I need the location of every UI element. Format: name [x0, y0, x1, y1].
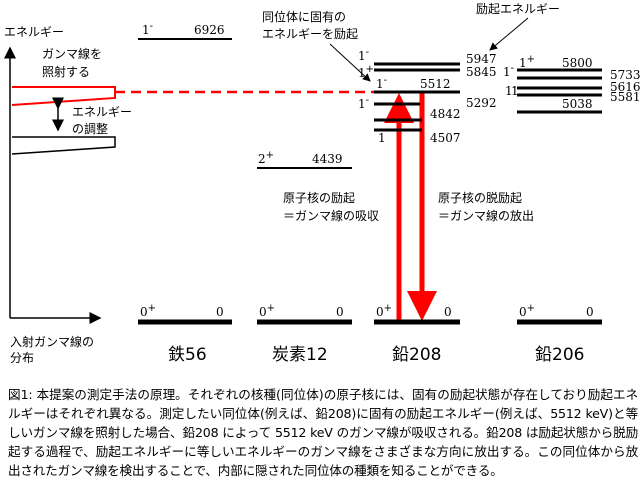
gamma-peak-black	[11, 136, 116, 155]
level-spin-label: 1-	[358, 47, 369, 63]
level-energy-label: 4507	[430, 131, 461, 145]
level-spin-label: 1-	[511, 82, 522, 98]
level-energy-label: 5512	[420, 77, 451, 91]
level-spin-label: 1-	[505, 82, 516, 98]
level-energy-label: 6926	[194, 23, 225, 37]
ground-spin-label: 0+	[376, 303, 392, 319]
irradiate-label-line2: 照射する	[42, 64, 90, 79]
level-spin-label: 1+	[358, 64, 374, 80]
ground-spin-label: 0+	[259, 303, 275, 319]
level-energy-label: 5733	[610, 68, 641, 82]
level-energy-label: 5038	[562, 97, 593, 111]
isotope-callout-arrow	[329, 43, 371, 82]
nucleus-name: 炭素12	[272, 345, 328, 365]
y-axis-label: エネルギー	[4, 25, 64, 39]
ground-energy-label: 0	[444, 305, 452, 319]
excited-energy-arrow	[489, 17, 529, 51]
x-axis-label-line1: 入射ガンマ線の	[10, 334, 94, 349]
level-spin-label: 1-	[358, 95, 369, 111]
level-spin-label: 1-	[142, 21, 153, 37]
ground-energy-label: 0	[216, 305, 224, 319]
irradiate-label-line1: ガンマ線を	[42, 46, 102, 61]
level-spin-label: 1	[378, 131, 386, 145]
level-spin-label: 1-	[376, 75, 387, 91]
ground-energy-label: 0	[586, 305, 594, 319]
adjust-label-line1: エネルギー	[72, 105, 132, 119]
ground-energy-label: 0	[336, 305, 344, 319]
level-energy-label: 4439	[312, 152, 343, 166]
x-axis-label-line2: 分布	[10, 351, 34, 365]
level-spin-label: 2+	[258, 150, 274, 166]
level-energy-label: 5581	[610, 90, 641, 104]
nucleus-name: 鉛208	[392, 345, 441, 365]
deexcitation-label-line2: ＝ガンマ線の放出	[438, 208, 534, 223]
excitation-label-line1: 原子核の励起	[283, 191, 355, 205]
level-spin-label: 1-	[503, 63, 514, 79]
adjust-label-line2: の調整	[72, 121, 108, 136]
level-energy-label: 5292	[466, 96, 497, 110]
level-energy-label: 5845	[466, 65, 497, 79]
level-energy-label: 5800	[562, 56, 593, 70]
deexcitation-label-line1: 原子核の脱励起	[438, 190, 522, 205]
level-energy-label: 5947	[466, 52, 497, 66]
isotope-callout-line2: エネルギーを励起	[262, 27, 358, 41]
excited-energy-callout: 励起エネルギー	[476, 2, 560, 16]
level-schemes: 0+ 0 鉄56 1- 6926 0+ 0 炭素12 2+ 4439 0+ 0 鉛208 1- 5947 1+…	[138, 21, 641, 365]
level-energy-label: 5616	[610, 80, 641, 94]
ground-spin-label: 0+	[140, 303, 156, 319]
excitation-label-line2: ＝ガンマ線の吸収	[283, 208, 379, 223]
energy-level-diagram: エネルギー 入射ガンマ線の 分布 ガンマ線を 照射する エネルギー の調整 同位…	[3, 2, 641, 365]
figure-caption: 図1: 本提案の測定手法の原理。それぞれの核種(同位体)の原子核には、固有の励起…	[8, 387, 638, 478]
ground-spin-label: 0+	[519, 303, 535, 319]
nucleus-name: 鉛206	[535, 345, 584, 365]
isotope-callout-line1: 同位体に固有の	[262, 9, 346, 24]
level-spin-label: 1+	[519, 54, 535, 70]
nucleus-name: 鉄56	[168, 345, 207, 365]
gamma-peak-red	[11, 86, 116, 106]
level-energy-label: 4842	[430, 107, 461, 121]
